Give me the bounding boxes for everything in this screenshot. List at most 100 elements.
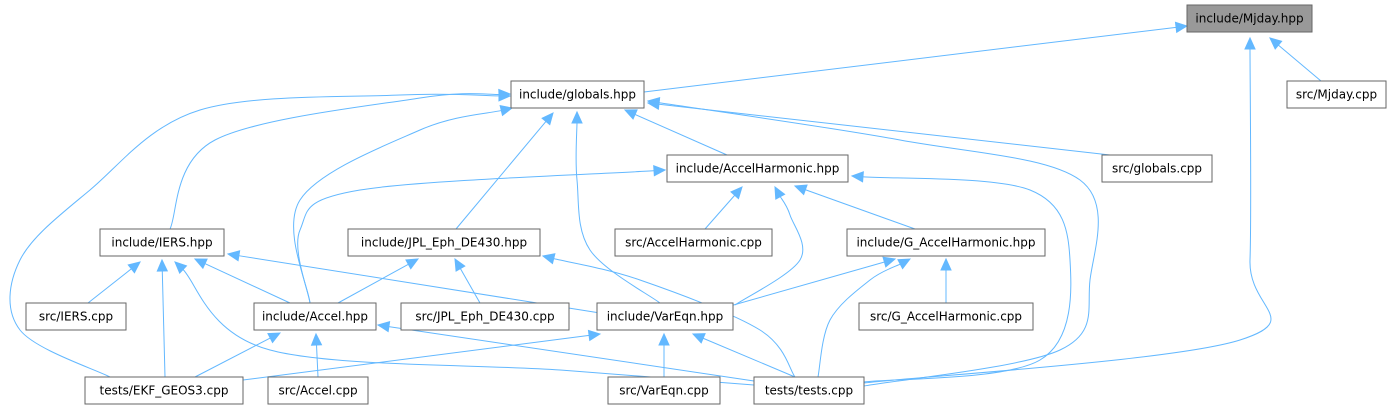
node-box [510,80,645,109]
edge-arrowhead [1269,37,1283,50]
node-box [753,376,865,405]
node-jpl-hpp[interactable]: include/JPL_Eph_DE430.hpp [347,228,541,257]
edge-arrowhead [587,329,602,342]
edge-globals-cpp-to-globals-hpp [646,98,1111,156]
edge-arrowhead [376,320,391,333]
edge-arrowhead [623,109,638,120]
edge-tests-cpp-to-mjday-hpp [863,36,1272,384]
edge-tests-cpp-to-vareqn-hpp [691,333,796,378]
edge-arrowhead [310,332,323,346]
node-label: include/AccelHarmonic.hpp [676,162,840,176]
node-label: src/VarEqn.cpp [619,384,709,398]
node-ekf-cpp[interactable]: tests/EKF_GEOS3.cpp [84,376,244,405]
node-box [614,228,773,257]
node-tests-cpp[interactable]: tests/tests.cpp [753,376,865,405]
node-g-accelharmonic-hpp[interactable]: include/G_AccelHarmonic.hpp [846,228,1046,257]
edge-jpl-cpp-to-jpl-hpp [454,257,481,304]
edge-ekf-cpp-to-iers-hpp [156,258,169,378]
node-vareqn-hpp[interactable]: include/VarEqn.hpp [596,302,734,331]
edge-line [633,113,728,156]
edge-line [459,267,481,304]
edge-line [87,267,133,304]
edge-arrowhead [174,261,188,275]
node-box [666,154,849,183]
edge-ekf-cpp-to-globals-hpp [9,90,512,378]
edge-arrowhead [127,261,141,274]
node-accelharmonic-hpp[interactable]: include/AccelHarmonic.hpp [666,154,849,183]
node-box [99,228,225,257]
edge-ekf-cpp-to-accel-hpp [194,332,282,378]
node-label: include/VarEqn.hpp [607,310,724,324]
node-accel-cpp[interactable]: src/Accel.cpp [267,376,369,405]
node-accelharmonic-cpp[interactable]: src/AccelHarmonic.cpp [614,228,773,257]
edge-g-accelharmonic-cpp-to-g-accelharmonic-hpp [940,257,952,303]
node-jpl-cpp[interactable]: src/JPL_Eph_DE430.cpp [400,302,570,331]
edge-arrowhead [658,332,670,346]
edge-arrowhead [226,250,241,262]
node-box [253,302,377,331]
node-iers-hpp[interactable]: include/IERS.hpp [99,228,225,257]
node-vareqn-cpp[interactable]: src/VarEqn.cpp [607,376,721,405]
edge-arrowhead [850,171,864,183]
edge-arrowhead [193,258,208,270]
node-box [846,228,1046,257]
edge-arrowhead [499,105,514,117]
edge-arrowhead [897,258,912,270]
edge-tests-cpp-to-accel-hpp [376,320,755,382]
edge-line [657,102,1099,387]
edge-line [203,262,291,304]
node-globals-cpp[interactable]: src/globals.cpp [1101,154,1213,183]
edge-tests-cpp-to-g-accelharmonic-hpp [817,258,912,378]
edge-arrowhead [405,258,420,270]
edge-accel-hpp-to-accelharmonic-hpp [297,164,667,304]
edge-arrowhead [156,258,169,272]
edge-line [293,109,503,304]
node-box [84,376,244,405]
edges-layer [9,21,1322,387]
edge-arrowhead [653,164,667,177]
edge-line [552,257,796,378]
edge-accel-hpp-to-jpl-hpp [337,258,420,304]
edge-line [702,337,796,378]
edge-jpl-hpp-to-globals-hpp [455,112,554,230]
node-label: include/Accel.hpp [262,310,368,324]
edge-tests-cpp-to-globals-hpp [646,97,1099,387]
edge-arrowhead [646,97,661,109]
edge-globals-hpp-to-mjday-hpp [643,21,1189,93]
edge-iers-cpp-to-iers-hpp [87,261,141,304]
node-box [596,302,734,331]
node-mjday-cpp[interactable]: src/Mjday.cpp [1286,80,1387,109]
node-iers-cpp[interactable]: src/IERS.cpp [25,302,127,331]
edge-accel-cpp-to-accel-hpp [310,332,323,378]
node-box [1286,80,1387,109]
node-box [1101,154,1213,183]
edge-line [734,195,804,306]
edge-line [315,343,319,378]
edge-line [643,26,1178,93]
node-mjday-hpp: include/Mjday.hpp [1186,4,1313,33]
edge-vareqn-hpp-to-globals-hpp [571,110,661,304]
edge-line [161,269,166,378]
edge-line [575,121,661,304]
edge-arrowhead [940,257,952,271]
node-accel-hpp[interactable]: include/Accel.hpp [253,302,377,331]
node-label: include/G_AccelHarmonic.hpp [856,236,1035,250]
edge-line [1277,44,1322,82]
node-box [25,302,127,331]
edge-arrowhead [541,112,554,126]
edge-line [9,93,501,378]
edge-arrowhead [730,186,743,200]
node-label: src/JPL_Eph_DE430.cpp [415,310,554,324]
edge-accel-hpp-to-globals-hpp [293,105,514,304]
node-globals-hpp[interactable]: include/globals.hpp [510,80,645,109]
edge-arrowhead [267,332,282,344]
node-box [347,228,541,257]
node-g-accelharmonic-cpp[interactable]: src/G_AccelHarmonic.cpp [858,302,1034,331]
edge-vareqn-hpp-to-g-accelharmonic-hpp [729,256,897,307]
edge-arrowhead [882,256,897,268]
edge-line [455,120,547,230]
edge-line [804,188,916,230]
edge-tests-cpp-to-accelharmonic-hpp [850,171,1072,383]
nodes-layer: include/Mjday.hpp include/globals.hpp src/… [25,4,1387,405]
